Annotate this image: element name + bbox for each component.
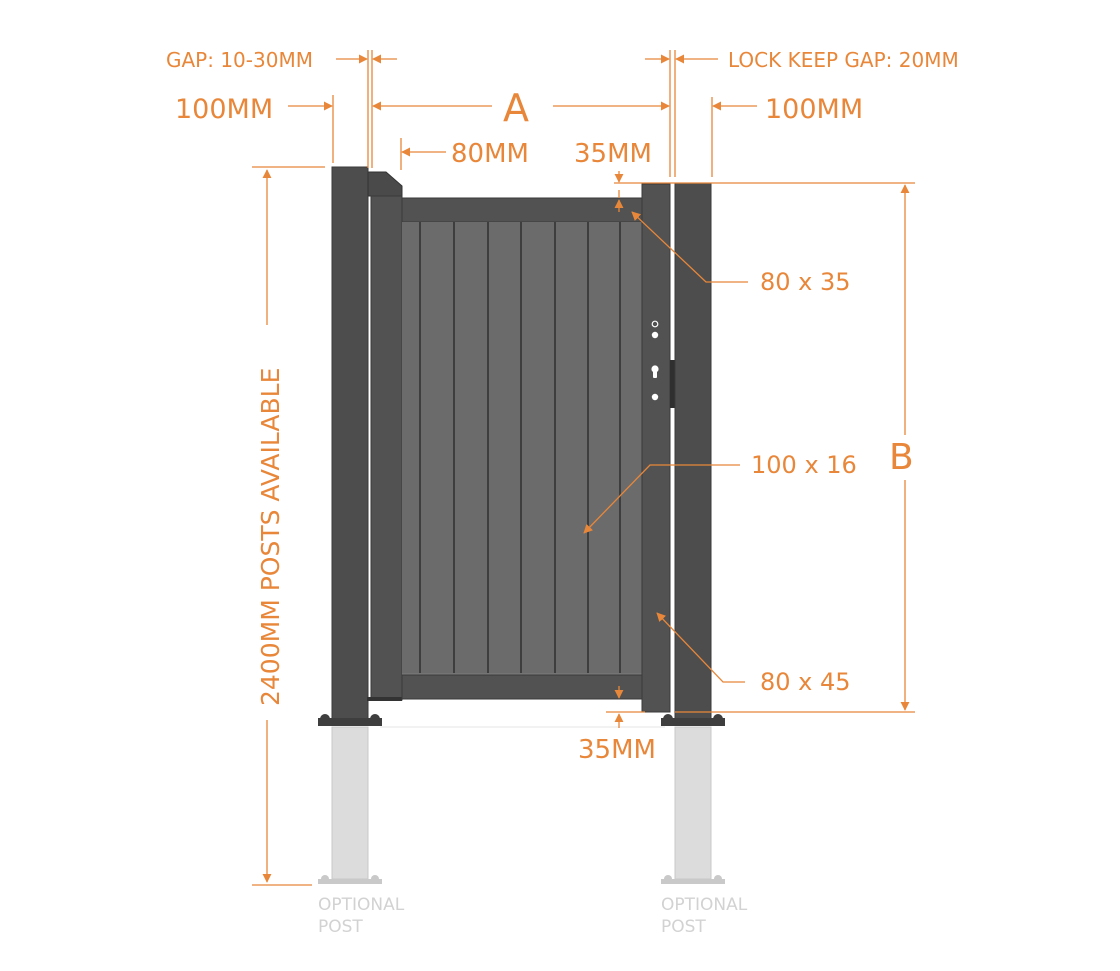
slat-size-label: 100 x 16 xyxy=(751,451,857,479)
bottom-rail-size-label: 80 x 45 xyxy=(760,668,851,696)
bottom-clearance-label: 35MM xyxy=(578,735,656,765)
slat-leader xyxy=(583,464,740,534)
top-rail xyxy=(401,197,643,223)
optional-post-left-label-line1: OPTIONAL xyxy=(318,895,405,915)
stile-width-label: 80MM xyxy=(451,139,529,169)
optional-post-left xyxy=(318,726,382,884)
left-post-width-label: 100MM xyxy=(175,94,273,125)
hinge-cap xyxy=(367,171,403,197)
post-height-note: 2400MM POSTS AVAILABLE xyxy=(256,368,285,706)
hinge-stile xyxy=(370,195,403,701)
keyhole-icon xyxy=(651,365,659,378)
top-rail-size-label: 80 x 35 xyxy=(760,268,851,296)
top-rail-leader xyxy=(631,211,748,283)
lock-keep-gap-label: LOCK KEEP GAP: 20MM xyxy=(728,48,959,72)
bottom-rail xyxy=(401,674,643,700)
optional-post-right xyxy=(661,726,725,884)
optional-post-right-label-line2: POST xyxy=(661,917,706,937)
hinge-foot xyxy=(367,697,402,701)
lock-keep xyxy=(670,360,675,408)
dimension-lines xyxy=(252,50,915,886)
slat-joints xyxy=(419,222,621,673)
hinge-post xyxy=(318,166,382,726)
width-a-label: A xyxy=(503,86,529,130)
optional-post-right-label-line1: OPTIONAL xyxy=(661,895,748,915)
height-b-label: B xyxy=(889,437,914,478)
right-post-width-label: 100MM xyxy=(765,94,863,125)
lock-post xyxy=(661,182,725,726)
spindle-ring-icon xyxy=(651,320,659,328)
spindle-dot-icon xyxy=(651,331,659,339)
bottom-rail-leader xyxy=(656,612,745,683)
gate-leaf xyxy=(367,183,675,713)
optional-post-left-label-line2: POST xyxy=(318,917,363,937)
lock-stile xyxy=(641,183,671,713)
hinge-gap-label: GAP: 10-30MM xyxy=(166,48,313,72)
lock-screw-icon xyxy=(651,393,659,401)
top-clearance-label: 35MM xyxy=(574,139,652,169)
